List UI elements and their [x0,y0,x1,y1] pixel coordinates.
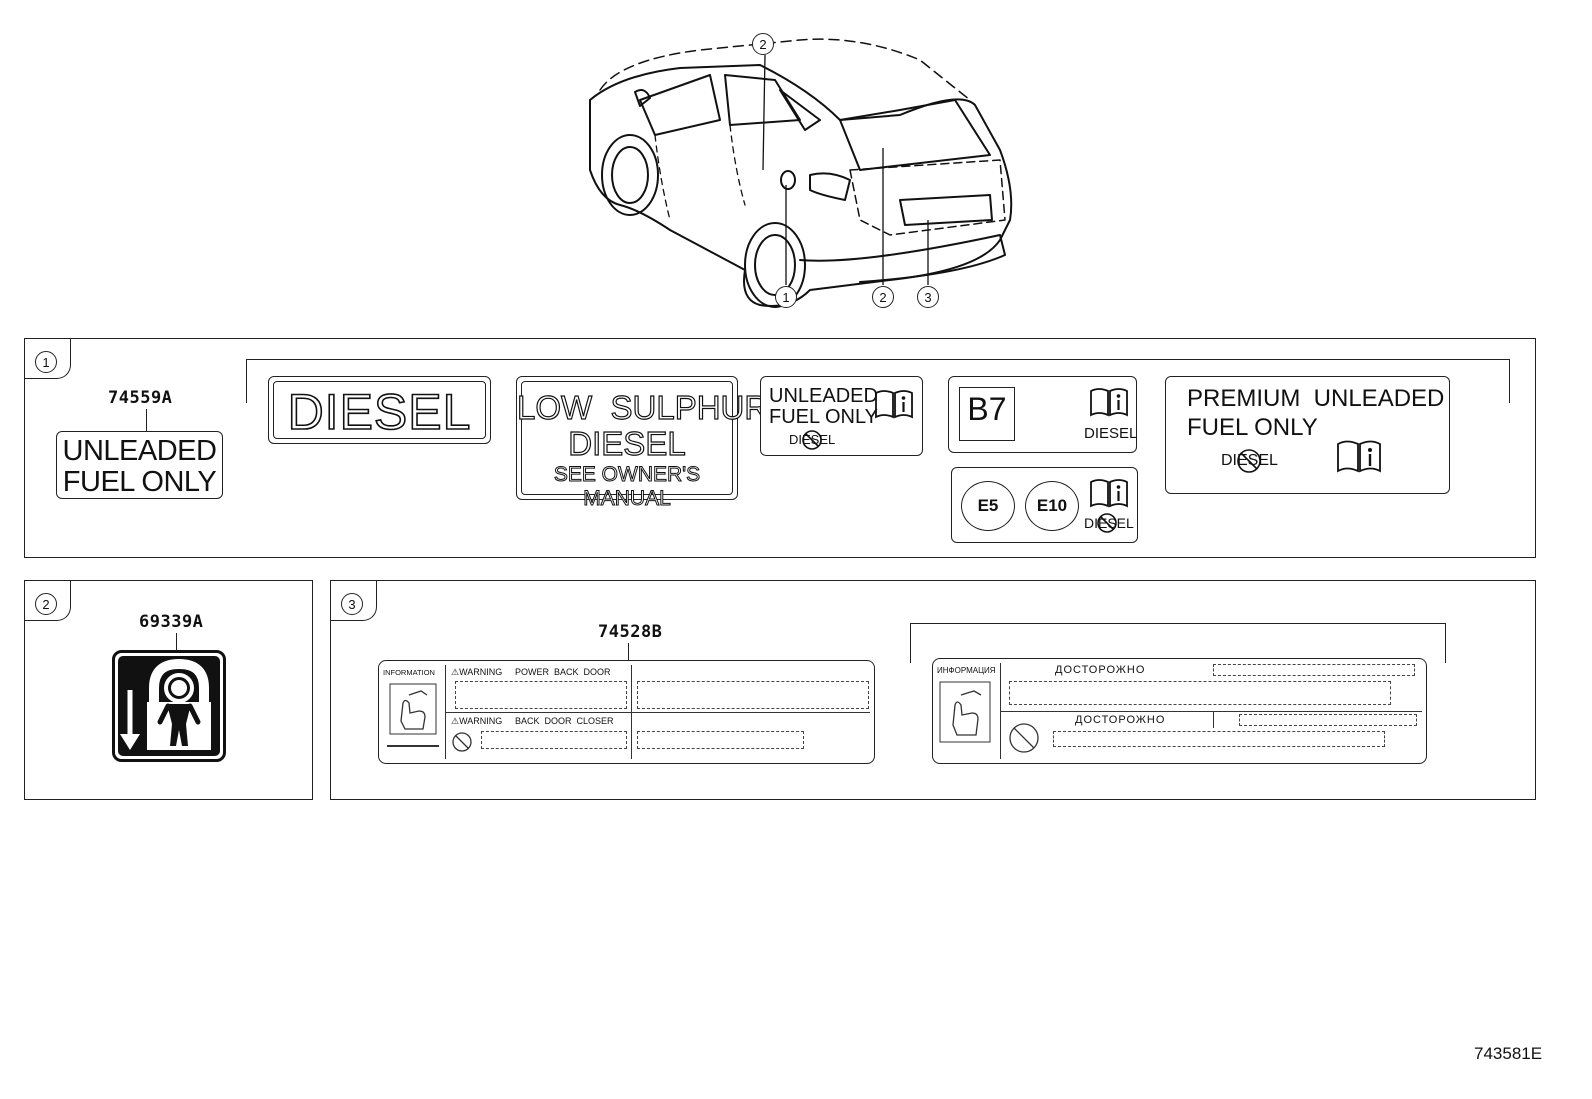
label-ru-divider-h [1000,711,1422,712]
label-unleaded-fuel-only: UNLEADED FUEL ONLY [56,431,223,499]
section-1-frame: 1 [24,338,1536,558]
section-3-tab [331,581,377,621]
label-back-door-warning-ru: ИНФОРМАЦИЯ ДОСТОРОЖНО ДОСТОРОЖНО [932,658,1427,764]
callout-1: 1 [775,286,797,308]
label-ru-textbox-4 [1053,731,1385,747]
section-2-number: 2 [35,593,57,615]
no-hand-icon [1009,723,1039,753]
section-3-number: 3 [341,593,363,615]
e10-text: E10 [1036,496,1068,515]
label-en-textbox-2 [637,681,869,709]
label-en-title-2: BACK DOOR CLOSER [515,716,614,726]
callout-3: 3 [917,286,939,308]
label-premium-line2: FUEL ONLY [1187,414,1318,441]
part-number-leader [176,633,177,651]
label-e5-e10: E5 E10 DIESEL [951,467,1138,543]
label-unleaded-small-line1: UNLEADED [769,385,878,407]
label-low-sulphur-diesel: LOW SULPHUR DIESEL SEE OWNER'S MANUAL [516,376,769,511]
no-hand-icon [452,732,472,752]
label-diesel: DIESEL [268,376,491,444]
part-number-leader [628,643,629,661]
label-diesel-inner [273,381,486,439]
label-en-warning-1: ⚠WARNING [451,667,503,677]
label-en-divider-h [445,712,870,713]
label-b7-code: B7 [967,391,1007,427]
label-low-sulphur-line2: DIESEL [568,424,687,462]
label-en-title-1: POWER BACK DOOR [515,667,611,677]
label-low-sulphur-inner [521,381,733,495]
no-symbol-icon [1237,449,1261,473]
label-premium-unleaded: PREMIUM UNLEADED FUEL ONLY DIESEL [1165,376,1450,494]
label-ru-sep [1213,712,1214,728]
child-lock-icon [112,650,226,762]
label-group-bracket [246,359,1510,403]
russian-label-bracket [910,623,1446,663]
label-b7-sub: DIESEL [1084,425,1138,442]
label-unleaded-line1: UNLEADED [62,435,217,467]
label-en-underline [387,745,439,747]
label-ru-textbox-2 [1009,681,1391,705]
label-ru-warning-2: ДОСТОРОЖНО [1075,714,1166,726]
label-diesel-text: DIESEL [287,383,472,441]
label-low-sulphur-line3: SEE OWNER'S MANUAL [553,463,701,511]
label-back-door-warning-en: INFORMATION ⚠WARNING POWER BACK DOOR ⚠WA… [378,660,875,764]
manual-book-icon [1337,440,1381,473]
part-number-74559A: 74559A [108,388,173,408]
manual-book-icon [1090,479,1128,508]
label-en-warning-2: ⚠WARNING [451,716,503,726]
no-symbol-icon [802,430,822,450]
e10-circle [1025,481,1079,531]
label-premium-line1: PREMIUM UNLEADED [1187,385,1445,412]
hand-press-icon [389,683,437,735]
label-ru-textbox-3 [1239,714,1417,726]
section-2-frame: 2 [24,580,313,800]
label-unleaded-line2: FUEL ONLY [62,466,217,498]
label-b7: B7 DIESEL [948,376,1137,453]
section-2-tab [25,581,71,621]
label-low-sulphur-line1: LOW SULPHUR [516,388,769,426]
e5e10-crossed: DIESEL [1084,515,1134,531]
label-ru-warning-1: ДОСТОРОЖНО [1055,664,1146,676]
label-en-info-text: INFORMATION [383,668,435,677]
part-number-69339A: 69339A [139,612,204,632]
callout-2-top: 2 [752,33,774,55]
label-en-textbox-4 [637,731,804,749]
section-1-number: 1 [35,351,57,373]
e5-text: E5 [977,496,999,515]
label-ru-textbox-1 [1213,664,1415,676]
part-number-leader [146,409,147,431]
figure-id: 743581E [1474,1044,1543,1063]
label-b7-box [959,387,1015,441]
car-illustration [589,38,1013,308]
manual-book-icon [1090,388,1128,417]
section-1-tab [25,339,71,379]
label-en-textbox-3 [481,731,627,749]
e5-circle [961,481,1015,531]
callout-2-bottom: 2 [872,286,894,308]
label-en-textbox-1 [455,681,627,709]
hand-press-icon [939,681,991,743]
manual-book-icon [875,390,913,419]
label-unleaded-fuel-only-book: UNLEADED FUEL ONLY DIESEL [760,376,923,456]
label-ru-info-text: ИНФОРМАЦИЯ [937,666,996,675]
section-3-frame: 3 [330,580,1536,800]
no-symbol-icon [1097,513,1117,533]
part-number-74528B: 74528B [598,622,663,642]
label-unleaded-small-line2: FUEL ONLY [769,406,878,428]
